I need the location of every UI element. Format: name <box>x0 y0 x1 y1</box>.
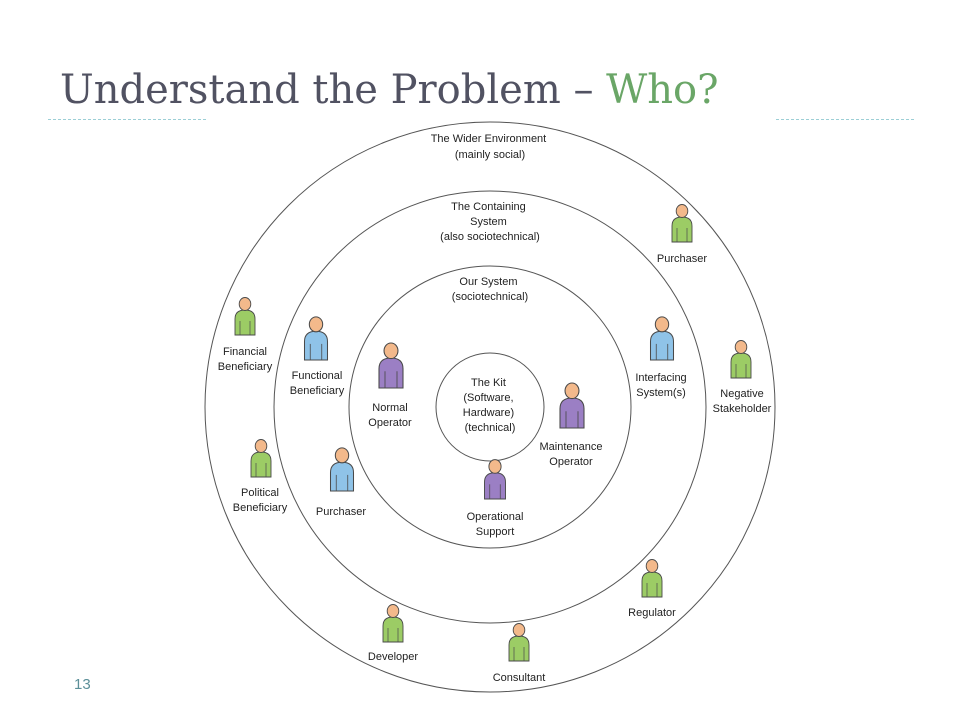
person-icon <box>234 297 256 336</box>
person-icon <box>559 382 585 429</box>
ring-label-kit: The Kit (Software, Hardware) (technical) <box>463 377 517 434</box>
stakeholder-label-purchaser-inner: Purchaser <box>316 506 366 518</box>
page-number: 13 <box>74 676 91 693</box>
ring-label-our-system: Our System (sociotechnical) <box>452 276 528 303</box>
person-icon <box>303 316 329 361</box>
person-icon <box>484 459 506 500</box>
person-icon <box>641 559 663 598</box>
title-rule-left <box>48 119 206 120</box>
stakeholder-label-consultant: Consultant <box>493 672 546 684</box>
person-icon <box>508 623 530 662</box>
person-icon <box>378 342 404 389</box>
stakeholder-label-developer: Developer <box>368 651 418 663</box>
title-rule-right <box>776 119 914 120</box>
ring-kit <box>435 352 545 462</box>
ring-containing-system <box>273 190 707 624</box>
slide-title-accent: Who? <box>606 67 719 113</box>
person-icon <box>250 439 272 478</box>
stakeholder-label-regulator: Regulator <box>628 607 676 619</box>
person-icon <box>329 447 355 492</box>
ring-label-containing-system: The Containing System (also sociotechnic… <box>440 201 540 243</box>
person-icon <box>671 204 693 243</box>
person-icon <box>730 340 752 379</box>
person-icon <box>649 316 675 361</box>
slide-title: Understand the Problem – Who? <box>60 62 719 118</box>
person-icon <box>382 604 404 643</box>
ring-wider-environment <box>204 121 776 693</box>
ring-our-system <box>348 265 632 549</box>
slide-title-main: Understand the Problem – <box>60 67 607 113</box>
ring-label-wider-environment: The Wider Environment (mainly social) <box>431 133 550 161</box>
stakeholder-label-purchaser-outer: Purchaser <box>657 253 707 265</box>
